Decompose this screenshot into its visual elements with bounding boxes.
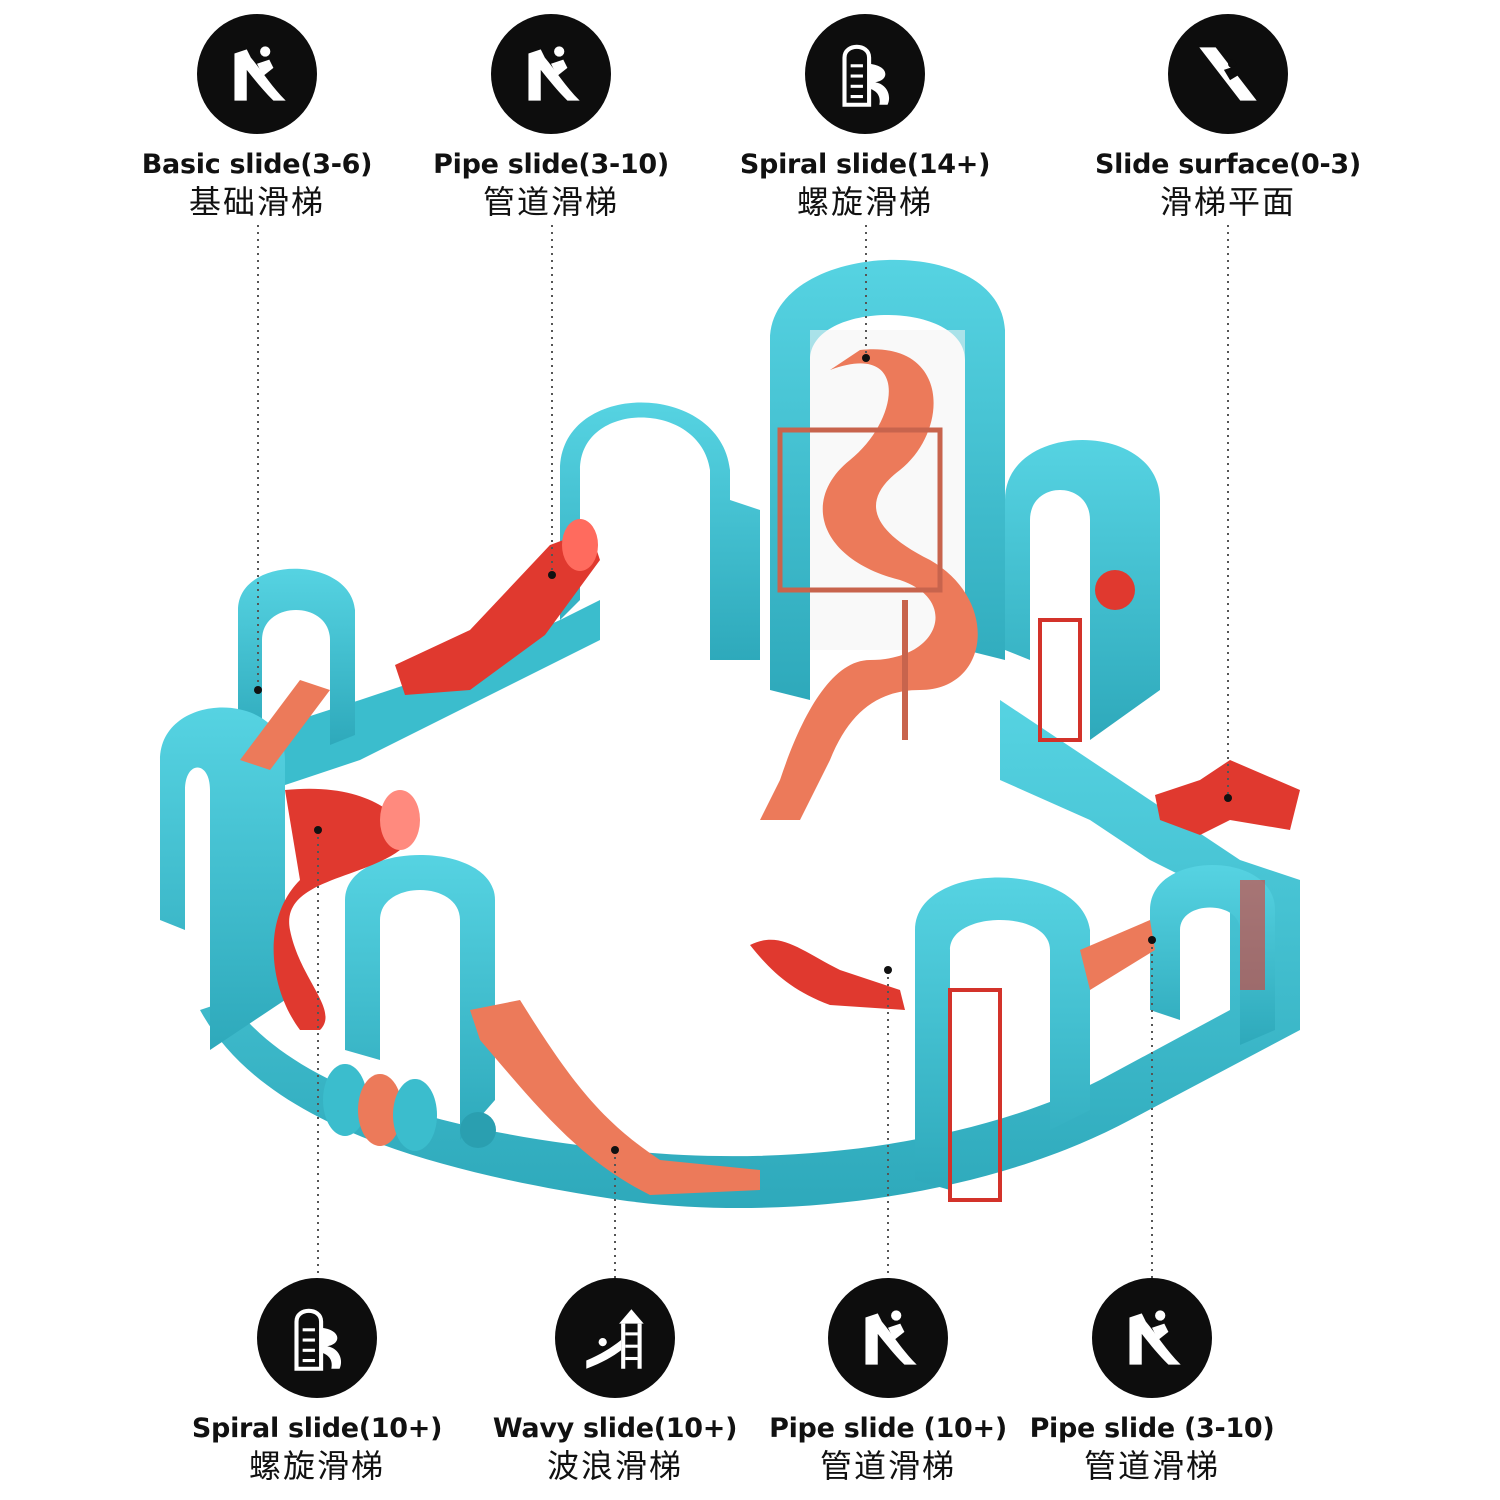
callout-title-zh: 螺旋滑梯 [248,1447,385,1485]
tower-slide-icon [257,1278,377,1398]
callout-title-en: Pipe slide(3-10) [433,149,669,180]
callout-pipe-slide-top: Pipe slide(3-10) 管道滑梯 [391,14,711,222]
callout-title-en: Pipe slide (10+) [769,1413,1007,1444]
callout-title-zh: 滑梯平面 [1159,183,1296,221]
callout-title-en: Pipe slide (3-10) [1029,1413,1275,1444]
slide-icon [1092,1278,1212,1398]
arch-right-upper [1005,440,1160,740]
arch-right-lower [1150,865,1275,1045]
tunnel-rings [323,1064,437,1151]
callout-pipe-slide-bottom-1: Pipe slide (10+) 管道滑梯 [728,1278,1048,1486]
slide-icon [491,14,611,134]
callout-title-en: Spiral slide(14+) [739,149,991,180]
slide-surface-icon [1168,14,1288,134]
callout-title-zh: 螺旋滑梯 [796,183,933,221]
slide-wavy [470,1000,760,1195]
slide-icon [828,1278,948,1398]
arch-left-big [160,707,285,1050]
callout-spiral-slide-top: Spiral slide(14+) 螺旋滑梯 [705,14,1025,222]
slide-pipe-lower [750,920,1155,1010]
callout-title-zh: 基础滑梯 [188,183,325,221]
slide-pipe-upper [395,519,600,695]
callout-pipe-slide-bottom-2: Pipe slide (3-10) 管道滑梯 [992,1278,1312,1486]
slide-spiral-left [273,788,420,1030]
callout-title-en: Spiral slide(10+) [191,1413,443,1444]
callout-title-en: Slide surface(0-3) [1095,149,1361,180]
tower-slide-icon [805,14,925,134]
slide-spiral-center [760,349,978,820]
callout-title-zh: 波浪滑梯 [546,1447,683,1485]
arch-wave-upper [560,402,760,660]
callout-spiral-slide-bottom: Spiral slide(10+) 螺旋滑梯 [157,1278,477,1486]
callout-title-en: Basic slide(3-6) [141,149,373,180]
arch-left-small [238,568,355,745]
slide-basic [240,680,330,770]
slide-icon [197,14,317,134]
callout-title-en: Wavy slide(10+) [492,1413,738,1444]
callout-title-zh: 管道滑梯 [1083,1447,1220,1485]
spiral-staircase-right [948,618,1082,1202]
callout-slide-surface: Slide surface(0-3) 滑梯平面 [1068,14,1388,222]
callout-title-zh: 管道滑梯 [819,1447,956,1485]
arch-center-left [345,855,496,1148]
callout-wavy-slide: Wavy slide(10+) 波浪滑梯 [455,1278,775,1486]
playhouse-slide-icon [555,1278,675,1398]
callout-basic-slide: Basic slide(3-6) 基础滑梯 [97,14,417,222]
callout-title-zh: 管道滑梯 [482,183,619,221]
